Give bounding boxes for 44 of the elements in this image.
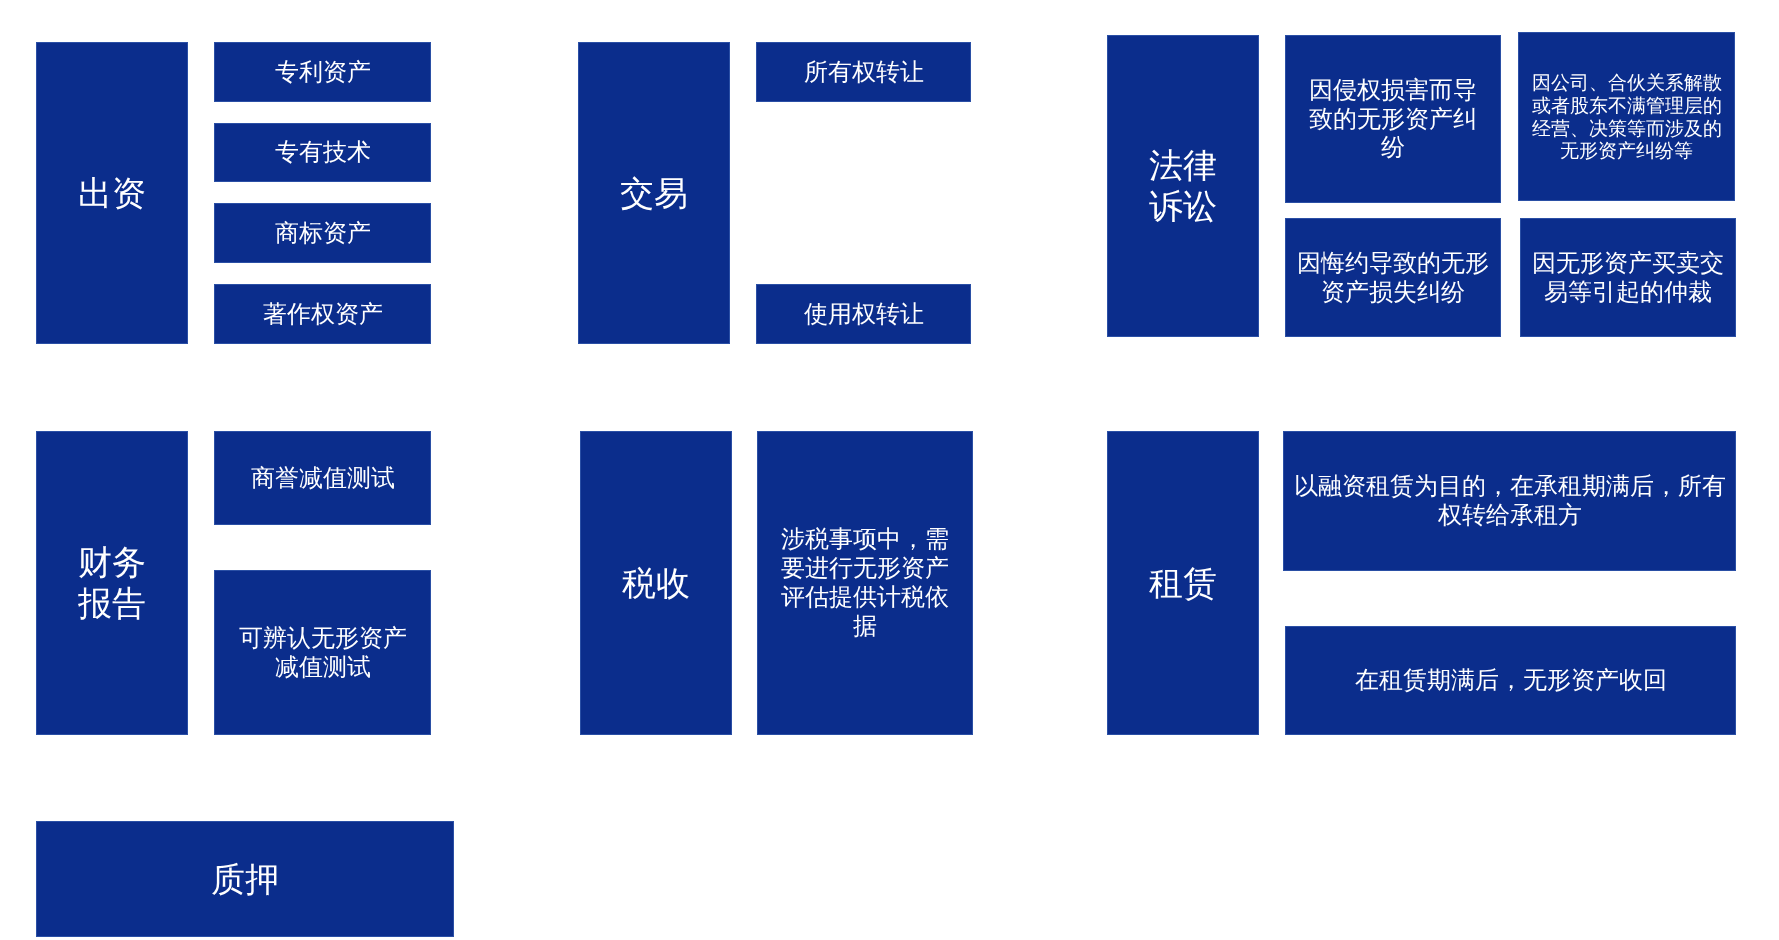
category-box <box>1518 32 1735 201</box>
box-label: 专有技术 <box>274 138 371 167</box>
category-box <box>756 284 971 344</box>
box-label: 著作权资产 <box>262 299 383 329</box>
box-label: 商誉减值测试 <box>250 463 395 493</box>
box-label: 质押 <box>210 858 280 900</box>
box-label: 在租赁期满后，无形资产收回 <box>1354 666 1667 695</box>
category-box <box>1283 431 1736 571</box>
category-box <box>1107 35 1259 337</box>
box-label: 商标资产 <box>274 218 371 248</box>
box-label: 以融资租赁为目的，在承租期满后，所有权转给承租方 <box>1292 472 1727 530</box>
box-label: 涉税事项中，需要进行无形资产评估提供计税依据 <box>780 525 950 641</box>
box-label: 因侵权损害而导致的无形资产纠纷 <box>1308 75 1478 163</box>
box-label: 税收 <box>621 562 691 604</box>
category-box <box>1285 35 1501 203</box>
box-label: 使用权转让 <box>803 299 924 329</box>
category-box <box>214 203 431 263</box>
category-box <box>756 42 971 102</box>
box-label: 因无形资产买卖交易等引起的仲裁 <box>1531 248 1725 307</box>
category-box <box>1285 626 1736 735</box>
category-box <box>578 42 730 344</box>
category-box <box>36 42 188 344</box>
category-box <box>580 431 732 735</box>
box-label: 因悔约导致的无形资产损失纠纷 <box>1296 248 1490 307</box>
box-label: 可辨认无形资产减值测试 <box>237 623 408 682</box>
category-box <box>214 431 431 525</box>
category-box <box>1285 218 1501 337</box>
category-box <box>1520 218 1736 337</box>
box-label: 交易 <box>619 172 689 214</box>
box-label: 因公司、合伙关系解散或者股东不满管理层的经营、决策等而涉及的无形资产纠纷等 <box>1530 70 1723 163</box>
category-box <box>214 123 431 182</box>
category-box <box>757 431 973 735</box>
box-label: 出资 <box>77 172 147 214</box>
category-box <box>214 570 431 735</box>
box-label: 法律诉讼 <box>1148 145 1218 227</box>
box-label: 租赁 <box>1148 562 1218 604</box>
box-label: 财务报告 <box>77 542 147 624</box>
category-box <box>214 284 431 344</box>
category-box <box>1107 431 1259 735</box>
box-label: 所有权转让 <box>803 57 924 87</box>
category-box <box>36 821 454 937</box>
category-box <box>36 431 188 735</box>
category-box <box>214 42 431 102</box>
box-label: 专利资产 <box>274 57 371 87</box>
